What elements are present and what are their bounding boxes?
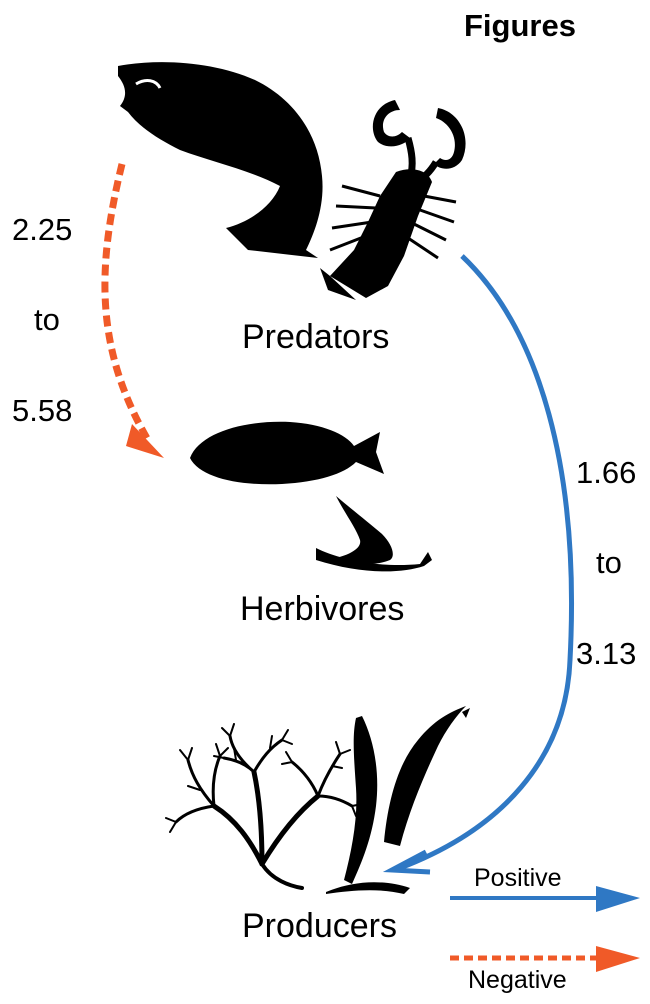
positive-range-low: 1.66: [576, 455, 636, 491]
positive-range-to: to: [596, 545, 622, 581]
legend-negative-label: Negative: [468, 966, 567, 995]
negative-effect-arrow: [105, 164, 164, 458]
predators-label: Predators: [242, 318, 389, 357]
herbivores-label: Herbivores: [240, 590, 404, 629]
legend-positive-label: Positive: [474, 864, 562, 893]
negative-range-high: 5.58: [12, 393, 72, 429]
negative-range-to: to: [34, 302, 60, 338]
salmon-icon: [118, 62, 323, 258]
sea-snail-icon: [316, 496, 432, 571]
positive-range-high: 3.13: [576, 636, 636, 672]
producers-label: Producers: [242, 907, 397, 946]
positive-arrowhead: [392, 852, 430, 872]
red-algae-icon: [166, 724, 362, 888]
lobster-icon: [320, 100, 466, 300]
negative-range-low: 2.25: [12, 212, 72, 248]
surgeonfish-icon: [190, 422, 384, 485]
